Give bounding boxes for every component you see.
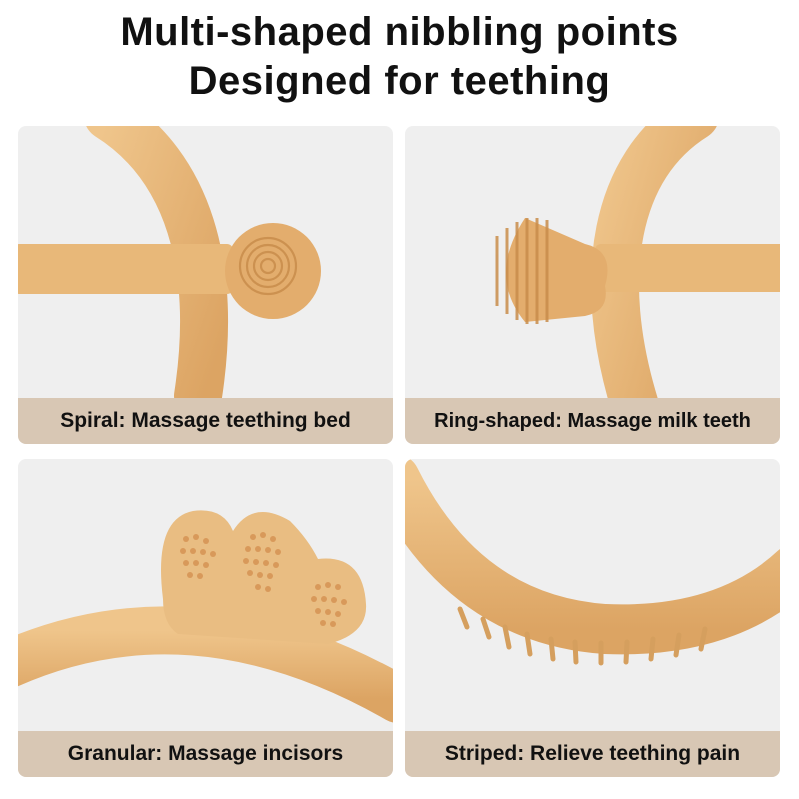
panel-caption: Granular: Massage incisors <box>18 731 393 777</box>
ring-teether-image <box>495 126 780 430</box>
panel-ring-shaped: Ring-shaped: Massage milk teeth <box>405 126 780 444</box>
striped-ridges-icon <box>457 606 708 666</box>
ringed-nub-icon <box>495 218 549 324</box>
panel-caption: Ring-shaped: Massage milk teeth <box>405 398 780 444</box>
headline-line-2: Designed for teething <box>188 59 611 103</box>
panel-granular: Granular: Massage incisors <box>18 459 393 777</box>
paw-granules-icon <box>161 510 367 644</box>
panel-spiral: Spiral: Massage teething bed <box>18 126 393 444</box>
page-headline: Multi-shaped nibbling points Designed fo… <box>0 8 799 106</box>
granular-teether-image <box>18 510 393 723</box>
panel-caption: Spiral: Massage teething bed <box>18 398 393 444</box>
striped-teether-image <box>405 459 780 666</box>
headline-line-1: Multi-shaped nibbling points <box>120 10 679 54</box>
panel-striped: Striped: Relieve teething pain <box>405 459 780 777</box>
panel-caption: Striped: Relieve teething pain <box>405 731 780 777</box>
spiral-nub-icon <box>238 236 298 296</box>
spiral-teether-image <box>18 126 321 420</box>
